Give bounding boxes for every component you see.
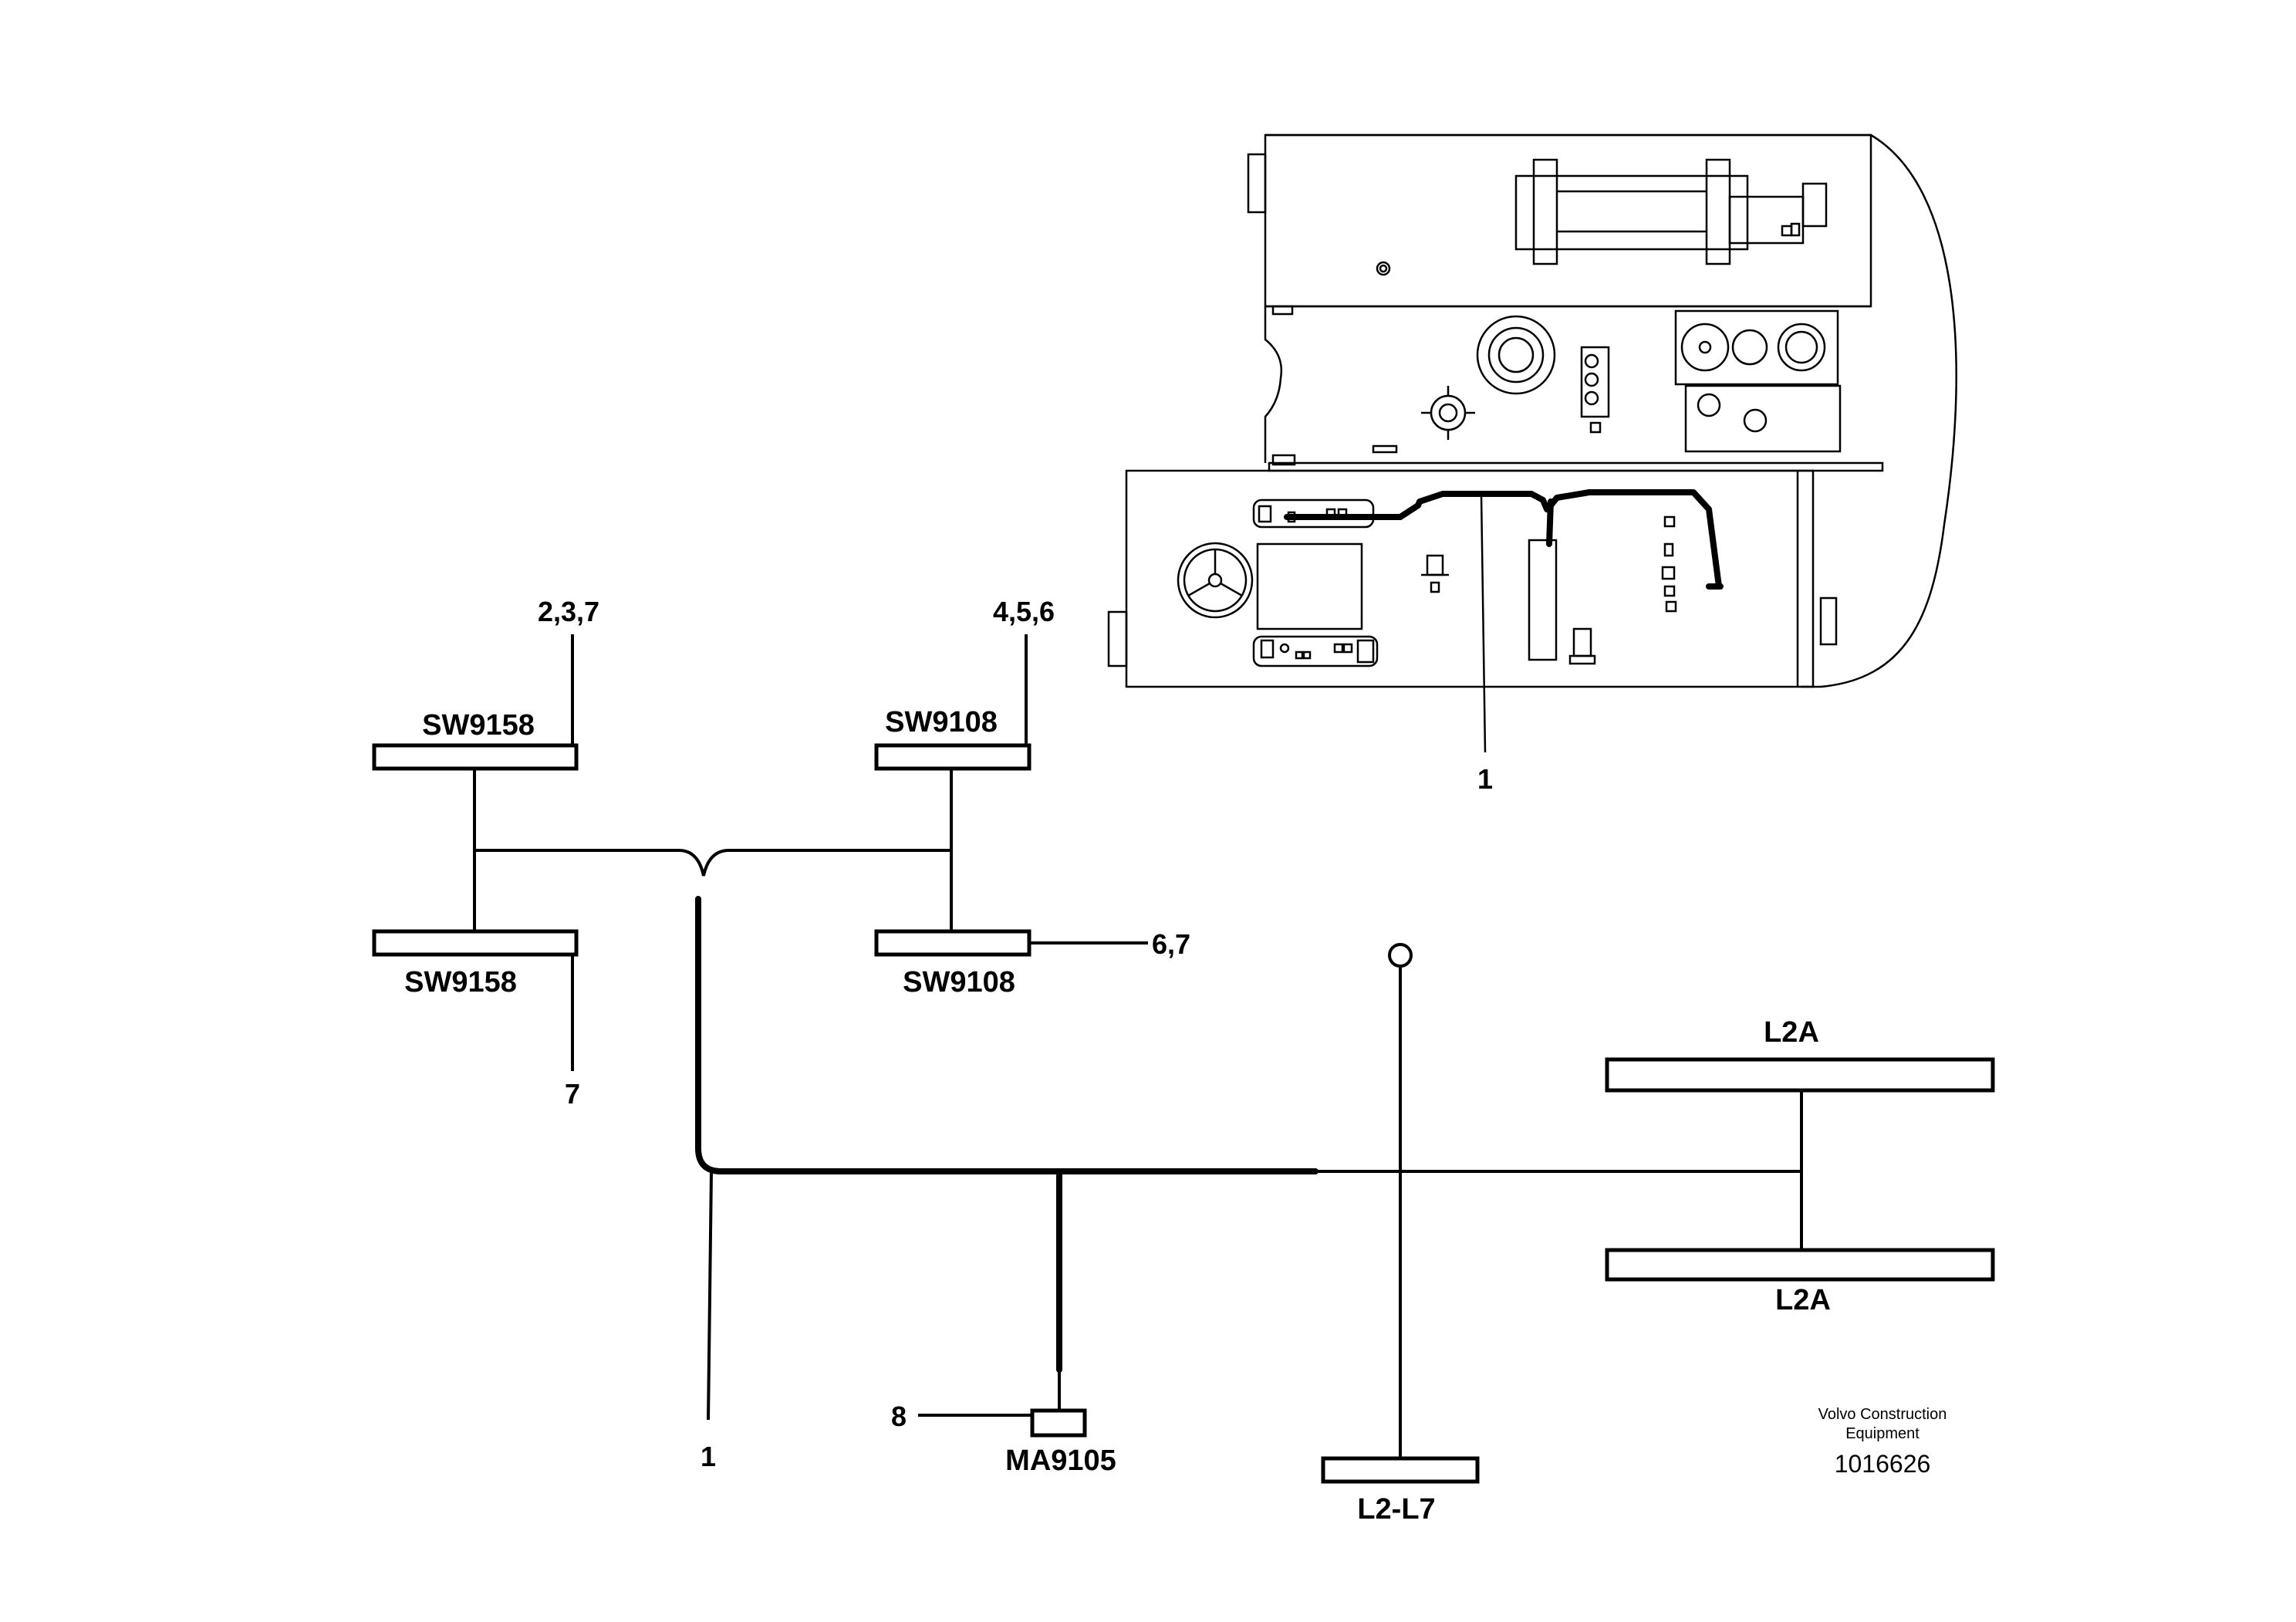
l2a-top-label: L2A: [1764, 1016, 1819, 1049]
company-name-line1: Volvo Construction: [1818, 1406, 1947, 1423]
company-name-line2: Equipment: [1845, 1425, 1920, 1442]
callout-harness-1: 1: [701, 1441, 716, 1472]
l2-l7-branch: [1388, 943, 1413, 1458]
sw9108-bottom-label: SW9108: [903, 966, 1015, 999]
l2a-bottom-label: L2A: [1775, 1284, 1831, 1316]
sw9158-bottom-label: SW9158: [404, 966, 517, 999]
l2-l7-connector: [1321, 1456, 1480, 1484]
sw9158-bottom-connector: [372, 929, 579, 957]
sw9108-top-connector: [874, 743, 1032, 771]
drawing-number: 1016626: [1835, 1450, 1931, 1478]
ma9105-connector: [1030, 1408, 1087, 1438]
l2-l7-label: L2-L7: [1357, 1493, 1435, 1526]
l2a-bottom-connector: [1605, 1248, 1995, 1282]
callout-sw9108-top: 4,5,6: [993, 596, 1055, 627]
callout-ma9105: 8: [891, 1401, 907, 1432]
machine-top-view: [1107, 133, 1957, 753]
callout-sw9158-bottom: 7: [565, 1078, 580, 1110]
switch-branch-left: [473, 769, 953, 931]
sw9158-top-connector: [372, 743, 579, 771]
ma9105-label: MA9105: [1005, 1445, 1116, 1477]
inset-callout-1: 1: [1477, 763, 1493, 795]
l2a-top-connector: [1605, 1057, 1995, 1093]
sw9108-bottom-connector: [874, 929, 1032, 957]
main-harness: [695, 896, 1801, 1421]
sw9158-top-label: SW9158: [422, 709, 535, 742]
sw9108-top-label: SW9108: [885, 706, 998, 738]
callout-sw9108-bottom: 6,7: [1152, 928, 1190, 960]
callout-sw9158-top: 2,3,7: [538, 596, 599, 627]
